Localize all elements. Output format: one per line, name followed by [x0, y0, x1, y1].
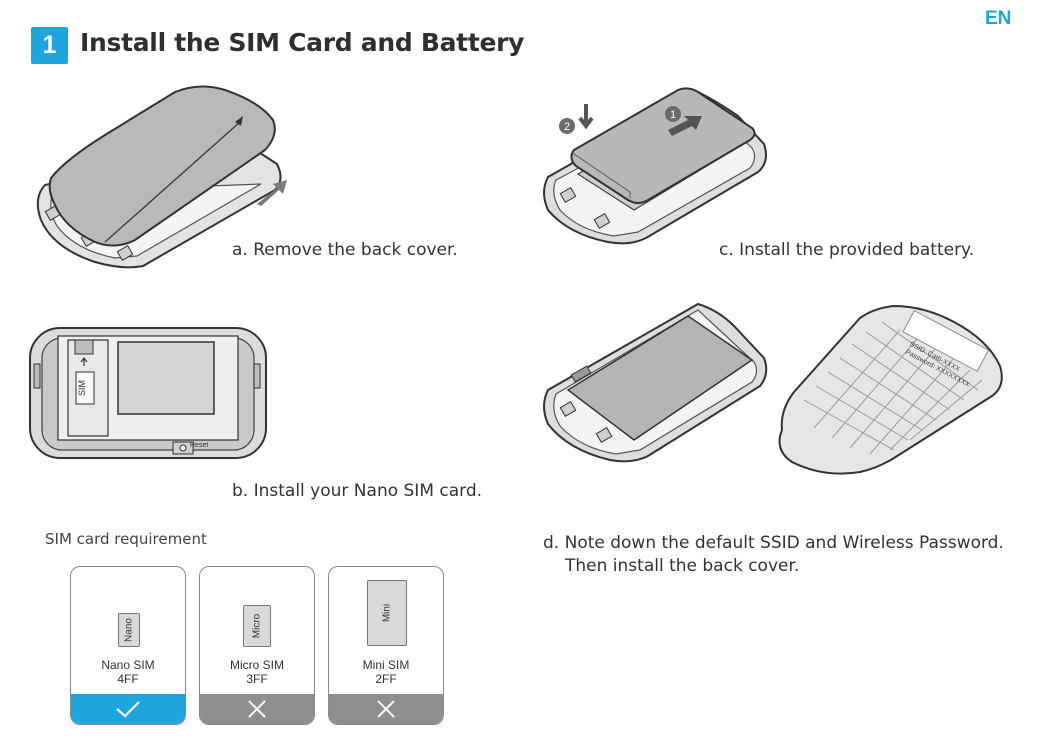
- step-a-caption: a. Remove the back cover.: [232, 240, 458, 260]
- unsupported-status-bar: [200, 694, 314, 724]
- cross-icon: [377, 700, 395, 718]
- page-title: Install the SIM Card and Battery: [80, 28, 525, 57]
- nano-sim-chip-icon: Nano: [118, 613, 140, 647]
- reset-label: Reset: [190, 442, 209, 449]
- sim-requirement-heading: SIM card requirement: [45, 530, 207, 548]
- step-d-caption-line1: d. Note down the default SSID and Wirele…: [543, 533, 1004, 553]
- sim-slot-label: SIM: [77, 379, 88, 397]
- check-icon: [116, 701, 140, 718]
- sim-card-nano: Nano Nano SIM 4FF: [70, 566, 186, 725]
- nano-chip-label: Nano: [123, 618, 135, 642]
- micro-chip-label: Micro: [251, 613, 263, 639]
- back-cover-illustration: [778, 304, 1003, 475]
- supported-status-bar: [71, 694, 185, 724]
- cross-icon: [248, 700, 266, 718]
- install-battery-illustration: 1 2: [543, 87, 767, 245]
- micro-sim-chip-icon: Micro: [243, 605, 271, 647]
- mini-sim-chip-icon: Mini: [367, 580, 407, 646]
- sim-card-form-factor: 4FF: [117, 672, 139, 686]
- sim-card-name: Micro SIM: [230, 658, 284, 672]
- language-label: EN: [985, 8, 1012, 29]
- callout-2: 2: [564, 121, 570, 133]
- sim-card-micro: Micro Micro SIM 3FF: [199, 566, 315, 725]
- step-number-badge: 1: [31, 27, 68, 64]
- sim-card-form-factor: 2FF: [375, 672, 397, 686]
- mini-chip-label: Mini: [381, 603, 393, 623]
- step-c-caption: c. Install the provided battery.: [719, 240, 975, 260]
- unsupported-status-bar: [329, 694, 443, 724]
- sim-card-name: Nano SIM: [101, 658, 155, 672]
- sim-card-form-factor: 3FF: [246, 672, 268, 686]
- remove-cover-illustration: [36, 85, 287, 269]
- step-b-caption: b. Install your Nano SIM card.: [232, 481, 483, 501]
- step-d-caption-line2: Then install the back cover.: [565, 556, 800, 576]
- callout-1: 1: [670, 109, 676, 121]
- install-sim-illustration: [29, 327, 267, 459]
- sim-card-name: Mini SIM: [362, 658, 410, 672]
- sim-card-mini: Mini Mini SIM 2FF: [328, 566, 444, 725]
- device-open-illustration: [543, 302, 768, 463]
